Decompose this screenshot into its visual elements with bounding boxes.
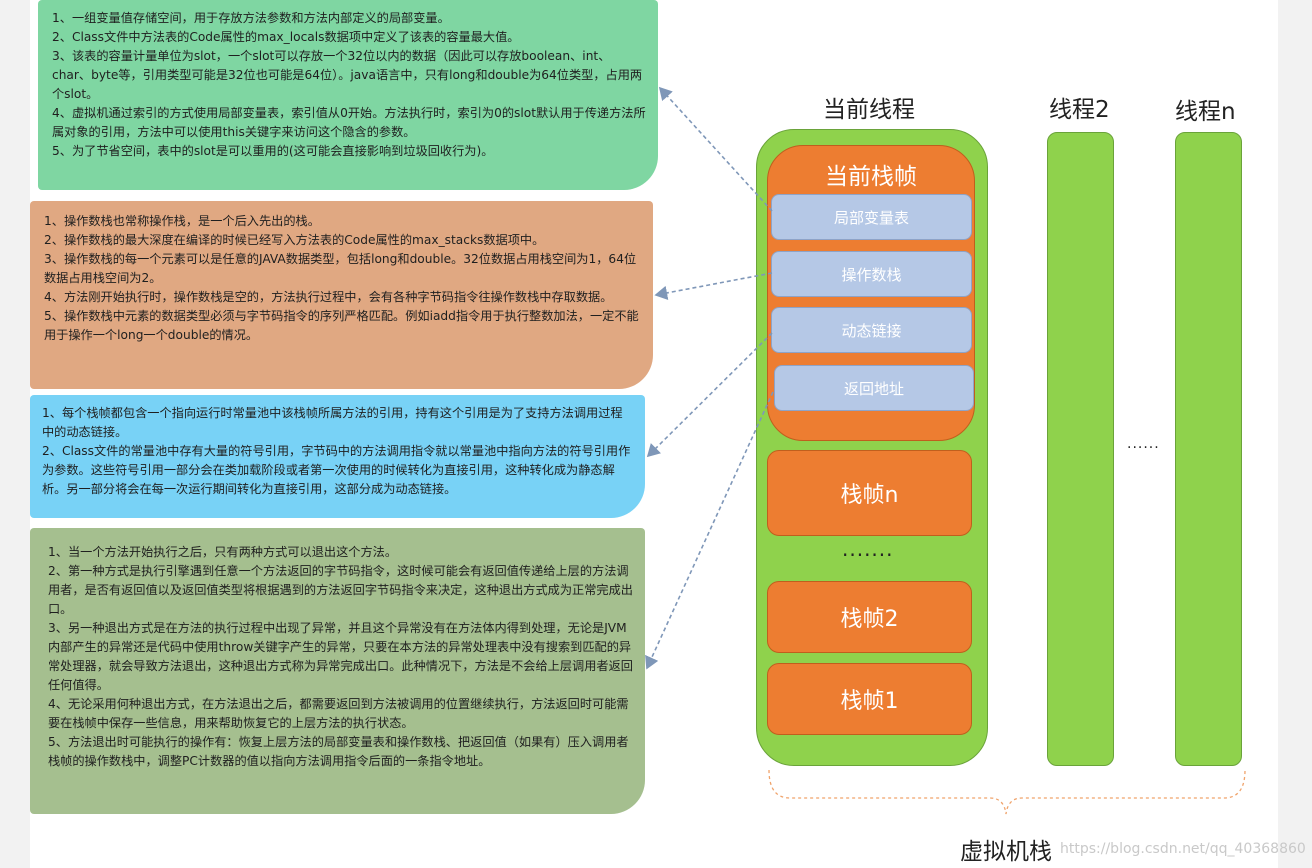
more-frames-ellipsis: ······· — [842, 543, 894, 567]
note-line: 1、当一个方法开始执行之后，只有两种方式可以退出这个方法。 — [48, 545, 398, 559]
note-line: 3、该表的容量计量单位为slot，一个slot可以存放一个32位以内的数据（因此… — [52, 49, 643, 101]
operand-stack-connector — [654, 272, 773, 300]
note-line: 2、Class文件中方法表的Code属性的max_locals数据项中定义了该表… — [52, 30, 520, 44]
vm-stack-brace — [768, 769, 1246, 815]
more-threads-ellipsis: ...... — [1127, 436, 1160, 452]
watermark: https://blog.csdn.net/qq_40368860 — [1060, 841, 1306, 857]
local-vars-connector — [658, 86, 773, 212]
return-address-note: 1、当一个方法开始执行之后，只有两种方式可以退出这个方法。 2、第一种方式是执行… — [30, 528, 645, 814]
note-line: 1、操作数栈也常称操作栈，是一个后入先出的栈。 — [44, 214, 320, 228]
note-line: 1、一组变量值存储空间，用于存放方法参数和方法内部定义的局部变量。 — [52, 11, 450, 25]
note-line: 3、操作数栈的每一个元素可以是任意的JAVA数据类型，包括long和double… — [44, 252, 637, 285]
return-address-connector — [645, 391, 774, 670]
thread-n-stack — [1175, 132, 1242, 766]
local-variable-table-note: 1、一组变量值存储空间，用于存放方法参数和方法内部定义的局部变量。 2、Clas… — [38, 0, 658, 190]
operand-stack-box: 操作数栈 — [771, 251, 972, 297]
note-line: 4、虚拟机通过索引的方式使用局部变量表，索引值从0开始。方法执行时，索引为0的s… — [52, 106, 646, 139]
note-line: 2、第一种方式是执行引擎遇到任意一个方法返回的字节码指令，这时候可能会有返回值传… — [48, 564, 633, 616]
note-line: 4、无论采用何种退出方式，在方法退出之后，都需要返回到方法被调用的位置继续执行，… — [48, 697, 629, 730]
stack-frame-1: 栈帧1 — [767, 663, 972, 735]
note-line: 3、另一种退出方式是在方法的执行过程中出现了异常，并且这个异常没有在方法体内得到… — [48, 621, 633, 692]
local-variable-table-box: 局部变量表 — [771, 194, 972, 240]
stack-frame-2: 栈帧2 — [767, 581, 972, 653]
note-line: 2、Class文件的常量池中存有大量的符号引用，字节码中的方法调用指令就以常量池… — [42, 444, 631, 496]
note-line: 2、操作数栈的最大深度在编译的时候已经写入方法表的Code属性的max_stac… — [44, 233, 545, 247]
thread-2-title: 线程2 — [1049, 97, 1110, 123]
note-line: 1、每个栈帧都包含一个指向运行时常量池中该栈帧所属方法的引用，持有这个引用是为了… — [42, 406, 623, 439]
vm-stack-caption: 虚拟机栈 — [960, 839, 1052, 865]
operand-stack-note: 1、操作数栈也常称操作栈，是一个后入先出的栈。 2、操作数栈的最大深度在编译的时… — [30, 201, 653, 389]
return-address-box: 返回地址 — [774, 365, 974, 411]
dynamic-linking-box: 动态链接 — [771, 307, 972, 353]
note-line: 5、方法退出时可能执行的操作有：恢复上层方法的局部变量表和操作数栈、把返回值（如… — [48, 735, 629, 768]
dynamic-linking-connector — [646, 332, 773, 458]
current-thread-title: 当前线程 — [823, 97, 915, 123]
current-stack-frame-label: 当前栈帧 — [825, 164, 917, 190]
note-line: 4、方法刚开始执行时，操作数栈是空的，方法执行过程中，会有各种字节码指令往操作数… — [44, 290, 613, 304]
note-line: 5、操作数栈中元素的数据类型必须与字节码指令的序列严格匹配。例如iadd指令用于… — [44, 309, 639, 342]
thread-2-stack — [1047, 132, 1114, 766]
thread-n-title: 线程n — [1175, 99, 1236, 125]
note-line: 5、为了节省空间，表中的slot是可以重用的(这可能会直接影响到垃圾回收行为)。 — [52, 144, 494, 158]
stack-frame-n: 栈帧n — [767, 450, 972, 536]
dynamic-linking-note: 1、每个栈帧都包含一个指向运行时常量池中该栈帧所属方法的引用，持有这个引用是为了… — [30, 395, 645, 518]
